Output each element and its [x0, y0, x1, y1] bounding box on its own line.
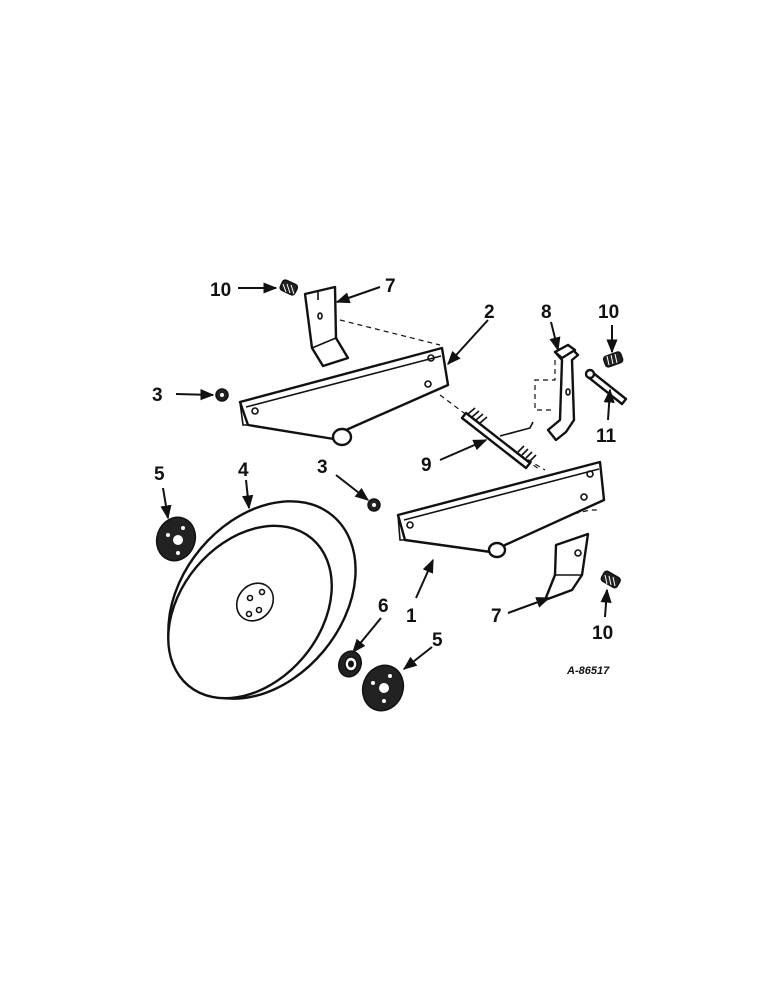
callout-1: 1	[406, 606, 417, 627]
callout-10-lower-right: 10	[592, 623, 613, 644]
hook-bracket-part	[546, 343, 580, 442]
callout-2: 2	[484, 302, 495, 323]
stud-lower-right	[600, 570, 621, 589]
callout-6: 6	[378, 596, 389, 617]
leader-arrows	[160, 282, 618, 670]
bearing-part	[337, 650, 363, 678]
callout-7-upper: 7	[385, 276, 396, 297]
nut-upper	[215, 388, 229, 402]
nut-lower	[367, 498, 381, 512]
callout-labels: 10 7 2 8 10 3 11 9 3 5 4 1 7 10 6 5	[152, 276, 619, 651]
callout-3-upper: 3	[152, 385, 163, 406]
upper-angle-bracket	[303, 285, 350, 368]
callout-5-lower: 5	[432, 630, 443, 651]
hub-disc-lower	[361, 664, 405, 712]
lower-bar-part	[396, 460, 606, 559]
callout-9: 9	[421, 455, 432, 476]
callout-5-upper: 5	[154, 464, 165, 485]
callout-10-upper-right: 10	[598, 302, 619, 323]
callout-4: 4	[238, 460, 249, 481]
threaded-rod-part	[460, 407, 537, 470]
wheel-part	[167, 500, 357, 700]
stud-upper-right	[602, 351, 624, 368]
callout-3-lower: 3	[317, 457, 328, 478]
stud-upper-left	[279, 279, 299, 296]
pin-part	[584, 368, 628, 406]
callout-8: 8	[541, 302, 552, 323]
hub-disc-upper	[155, 516, 197, 562]
drawing-number: A-86517	[566, 665, 610, 677]
callout-10-upper-left: 10	[210, 280, 231, 301]
upper-bar-part	[238, 346, 450, 447]
callout-7-lower: 7	[491, 606, 502, 627]
lower-angle-bracket	[543, 532, 590, 602]
callout-11: 11	[596, 426, 617, 447]
